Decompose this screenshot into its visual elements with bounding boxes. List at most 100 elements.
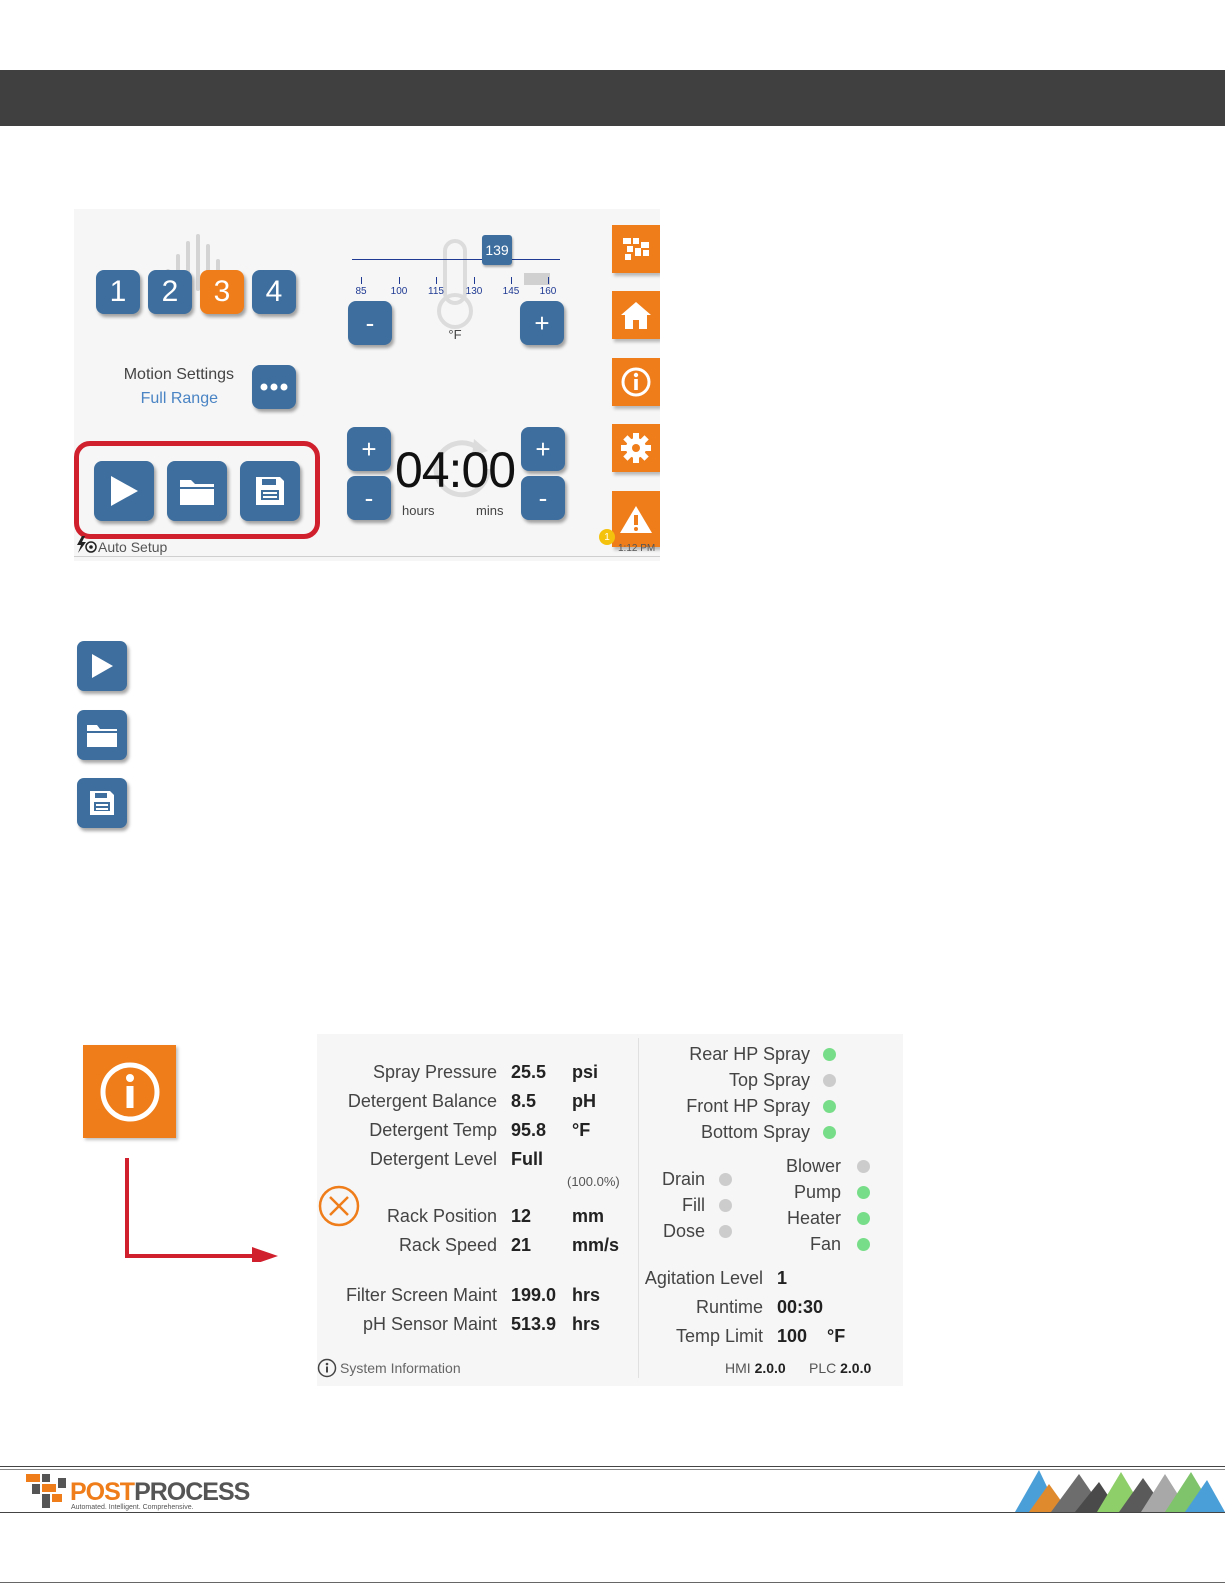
info-row-label: Filter Screen Maint bbox=[345, 1285, 497, 1305]
timer-display: 04:00 bbox=[394, 442, 516, 498]
preset-1-button[interactable]: 1 bbox=[96, 270, 140, 314]
settings-button[interactable] bbox=[612, 424, 660, 472]
system-information-panel: Spray Pressure 25.5 psi Detergent Balanc… bbox=[317, 1034, 903, 1386]
slider-tick-label: 85 bbox=[355, 286, 367, 297]
auto-setup-status-icon bbox=[77, 536, 97, 553]
brand-name-post: POST bbox=[70, 1478, 135, 1506]
slider-track[interactable] bbox=[352, 259, 560, 260]
info-row-unit: mm/s bbox=[572, 1235, 620, 1255]
warning-icon bbox=[620, 506, 652, 533]
status-label: Bottom Spray bbox=[700, 1122, 810, 1142]
hours-label: hours bbox=[402, 503, 435, 518]
slider-tick bbox=[511, 277, 512, 284]
preset-2-button[interactable]: 2 bbox=[148, 270, 192, 314]
info-row-unit: mm bbox=[572, 1206, 605, 1226]
temp-minus-button[interactable]: - bbox=[348, 301, 392, 345]
motion-settings-label: Motion Settings bbox=[123, 366, 234, 383]
temp-unit-label: °F bbox=[448, 327, 462, 342]
info-button[interactable] bbox=[612, 358, 660, 406]
info-row-unit: psi bbox=[572, 1062, 599, 1082]
legend-play-button bbox=[77, 641, 127, 691]
status-indicator bbox=[857, 1212, 870, 1225]
mins-plus-button[interactable]: + bbox=[521, 427, 565, 471]
info-row-value: 199.0 bbox=[511, 1285, 557, 1305]
status-indicator bbox=[823, 1126, 836, 1139]
temp-plus-button[interactable]: + bbox=[520, 301, 564, 345]
status-indicator bbox=[857, 1238, 870, 1251]
info-row-unit: °F bbox=[827, 1326, 846, 1346]
motion-settings-value: Full Range bbox=[140, 390, 218, 407]
status-text: Auto Setup bbox=[98, 539, 168, 555]
status-label: Top Spray bbox=[728, 1070, 810, 1090]
decorative-triangles-icon bbox=[1015, 1470, 1225, 1512]
status-indicator bbox=[719, 1225, 732, 1238]
slider-tick bbox=[548, 277, 549, 284]
save-button[interactable] bbox=[240, 461, 300, 521]
status-indicator bbox=[719, 1173, 732, 1186]
plc-version-value: 2.0.0 bbox=[840, 1360, 872, 1376]
alerts-button[interactable] bbox=[612, 491, 660, 547]
status-indicator bbox=[719, 1199, 732, 1212]
slider-tick-label: 160 bbox=[539, 286, 557, 297]
info-icon bbox=[621, 367, 651, 397]
hmi-main-screen: 1 2 3 4 85 100 115 130 145 160 139 - + °… bbox=[74, 209, 660, 561]
gear-icon bbox=[621, 433, 651, 463]
status-label: Heater bbox=[786, 1208, 841, 1228]
info-row-label: Spray Pressure bbox=[372, 1062, 497, 1082]
info-row-unit: pH bbox=[572, 1091, 596, 1111]
footer-rule bbox=[0, 1512, 1225, 1513]
highlight-outline bbox=[74, 441, 320, 539]
slider-tick bbox=[399, 277, 400, 284]
slider-limit-zone bbox=[524, 273, 550, 285]
thermometer-icon bbox=[437, 239, 473, 329]
info-row-value: 8.5 bbox=[511, 1091, 537, 1111]
mins-minus-button[interactable]: - bbox=[521, 476, 565, 520]
folder-icon bbox=[87, 725, 117, 747]
info-row-label: pH Sensor Maint bbox=[362, 1314, 497, 1334]
status-label: Fill bbox=[682, 1195, 705, 1215]
status-label: Pump bbox=[793, 1182, 841, 1202]
info-row-label: Detergent Balance bbox=[347, 1091, 497, 1111]
status-label: Fan bbox=[809, 1234, 841, 1254]
slider-tick bbox=[436, 277, 437, 284]
slider-tick-label: 115 bbox=[428, 286, 444, 297]
hmi-version-value: 2.0.0 bbox=[754, 1360, 786, 1376]
info-button-large bbox=[83, 1045, 176, 1138]
status-indicator bbox=[857, 1186, 870, 1199]
clock-text: 1:12 PM bbox=[618, 543, 656, 554]
status-indicator bbox=[823, 1100, 836, 1113]
info-row-value: 100 bbox=[777, 1326, 808, 1346]
info-row-label: Rack Position bbox=[386, 1206, 497, 1226]
hmi-version-label: HMI bbox=[725, 1360, 751, 1376]
run-button[interactable] bbox=[94, 461, 154, 521]
folder-icon bbox=[180, 480, 214, 505]
postprocess-logo-icon bbox=[26, 1474, 66, 1508]
slider-handle[interactable]: 139 bbox=[482, 235, 512, 265]
info-row-value: 95.8 bbox=[511, 1120, 547, 1140]
status-label: Dose bbox=[662, 1221, 705, 1241]
pointer-arrow-icon bbox=[125, 1158, 278, 1262]
motion-settings-more-button[interactable] bbox=[252, 365, 296, 409]
status-label: Blower bbox=[785, 1156, 841, 1176]
preset-4-button[interactable]: 4 bbox=[252, 270, 296, 314]
legend-save-button bbox=[77, 778, 127, 828]
panel-divider bbox=[638, 1038, 639, 1378]
info-row-value: 21 bbox=[511, 1235, 532, 1255]
status-indicator bbox=[857, 1160, 870, 1173]
postprocess-logo-icon bbox=[623, 238, 649, 260]
open-file-button[interactable] bbox=[167, 461, 227, 521]
detergent-level-percent: (100.0%) bbox=[567, 1174, 620, 1189]
postprocess-menu-button[interactable] bbox=[612, 225, 660, 273]
close-icon[interactable] bbox=[317, 1184, 361, 1228]
info-row-unit: °F bbox=[572, 1120, 591, 1140]
info-row-unit: hrs bbox=[572, 1314, 601, 1334]
slider-tick-label: 100 bbox=[390, 286, 408, 297]
preset-3-button[interactable]: 3 bbox=[200, 270, 244, 314]
home-button[interactable] bbox=[612, 291, 660, 339]
status-label: Drain bbox=[661, 1169, 705, 1189]
info-row-label: Runtime bbox=[695, 1297, 763, 1317]
info-row-label: Detergent Temp bbox=[369, 1120, 497, 1140]
hours-plus-button[interactable]: + bbox=[347, 427, 391, 471]
hours-minus-button[interactable]: - bbox=[347, 476, 391, 520]
play-icon bbox=[111, 476, 138, 506]
